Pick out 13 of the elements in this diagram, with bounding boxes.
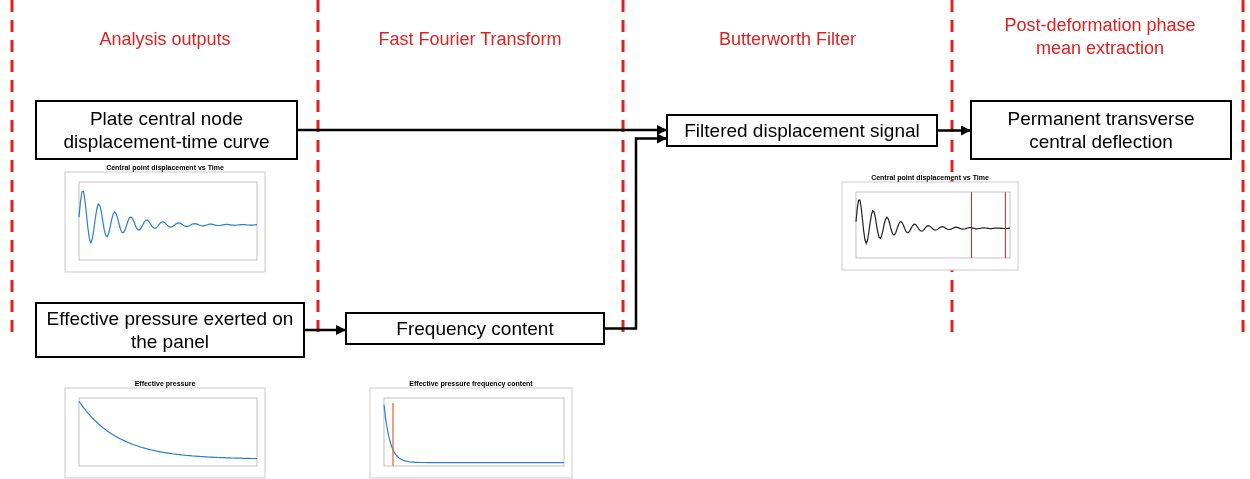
process-box: Effective pressure exerted on the panel: [35, 302, 305, 358]
column-heading: Post-deformation phase mean extraction: [1003, 14, 1197, 60]
column-heading: Butterworth Filter: [717, 28, 857, 51]
process-box: Permanent transverse central deflection: [970, 100, 1232, 160]
process-box: Plate central node displacement-time curve: [35, 100, 298, 160]
column-heading: Fast Fourier Transform: [377, 28, 563, 51]
arrow: [305, 325, 346, 335]
process-box: Filtered displacement signal: [666, 114, 938, 147]
arrow: [298, 125, 667, 135]
column-heading: Analysis outputs: [98, 28, 232, 51]
arrow: [938, 125, 971, 136]
process-box: Frequency content: [345, 312, 605, 345]
arrow: [605, 133, 667, 330]
